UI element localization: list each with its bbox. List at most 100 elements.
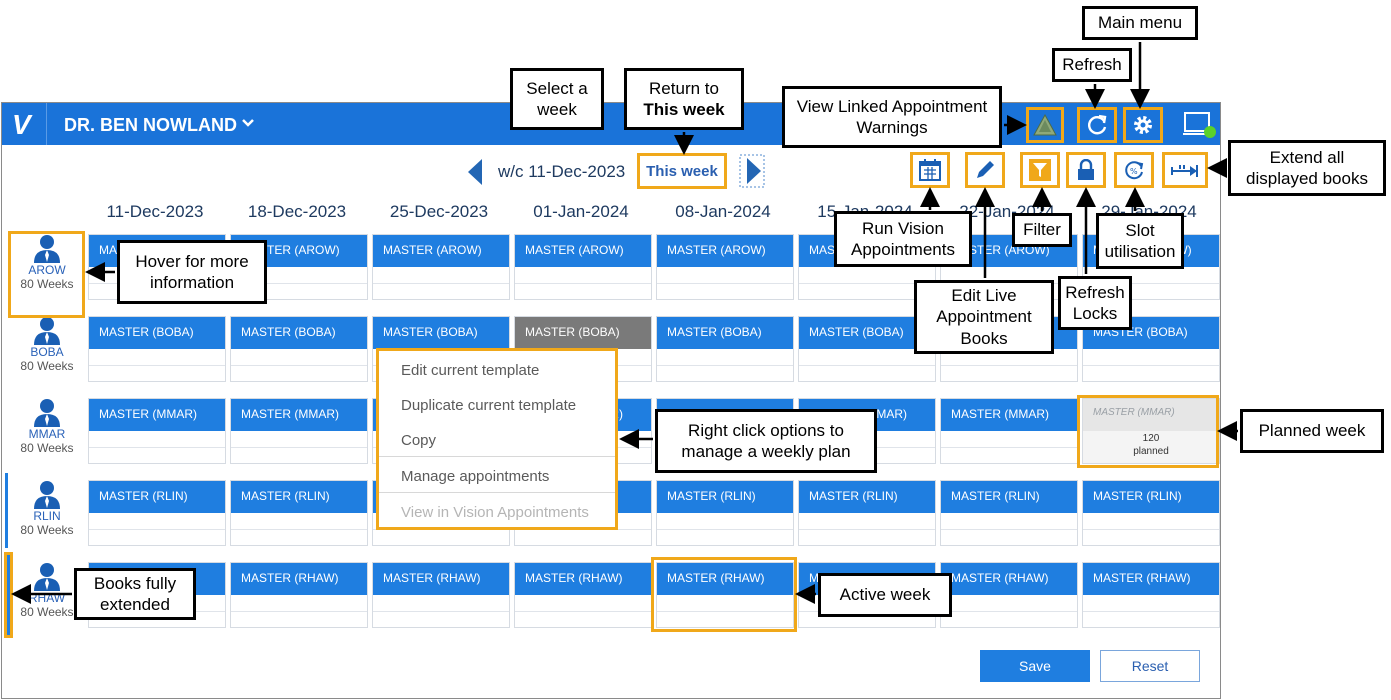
column-header: 08-Jan-2024: [675, 202, 771, 221]
slot-utilisation-button[interactable]: %: [1114, 152, 1154, 188]
week-cell[interactable]: MASTER (RHAW): [373, 563, 509, 627]
menu-separator: [379, 456, 615, 457]
row-code: RLIN: [33, 509, 61, 523]
row-weeks: 80 Weeks: [20, 277, 74, 291]
callout-select-week: Select a week: [510, 68, 604, 130]
linked-warnings-button[interactable]: [1026, 107, 1064, 143]
week-cell[interactable]: MASTER (RLIN): [941, 481, 1077, 545]
cell-divider: [231, 365, 367, 366]
column-header: 18-Dec-2023: [247, 202, 347, 221]
cell-divider: [799, 529, 935, 530]
cell-divider: [231, 529, 367, 530]
cell-title: MASTER (BOBA): [515, 317, 651, 349]
cell-divider: [657, 529, 793, 530]
week-cell[interactable]: MASTER (MMAR): [89, 399, 225, 463]
refresh-locks-button[interactable]: [1066, 152, 1106, 188]
vision-logo: V: [12, 109, 31, 140]
reset-button[interactable]: Reset: [1100, 650, 1200, 682]
cell-title: MASTER (RHAW): [373, 563, 509, 595]
row-weeks: 80 Weeks: [20, 441, 74, 455]
cell-title: MASTER (MMAR): [1083, 399, 1219, 431]
callout-books-extended: Books fully extended: [74, 568, 196, 620]
week-cell[interactable]: MASTER (RHAW): [657, 563, 793, 627]
week-cell[interactable]: MASTER (RHAW): [515, 563, 651, 627]
cell-title: MASTER (RLIN): [231, 481, 367, 513]
cell-title: MASTER (BOBA): [89, 317, 225, 349]
week-cell[interactable]: MASTER (RLIN): [89, 481, 225, 545]
user-icon: [34, 399, 60, 427]
menu-item-manage-appointments[interactable]: Manage appointments: [401, 468, 550, 485]
week-cell[interactable]: MASTER (BOBA): [89, 317, 225, 381]
menu-item-duplicate-template[interactable]: Duplicate current template: [401, 397, 577, 414]
cell-divider: [799, 283, 935, 284]
filter-button[interactable]: [1020, 152, 1060, 188]
cell-title: MASTER (RLIN): [941, 481, 1077, 513]
week-cell[interactable]: MASTER (RLIN): [1083, 481, 1219, 545]
run-vision-appointments-button[interactable]: [910, 152, 950, 188]
warning-triangle-icon: [1033, 114, 1057, 136]
cell-title: MASTER (RLIN): [89, 481, 225, 513]
week-cell[interactable]: MASTER (RHAW): [941, 563, 1077, 627]
extend-all-books-button[interactable]: [1162, 152, 1208, 188]
hover-highlight-arow: [8, 231, 85, 318]
cell-title: MASTER (BOBA): [231, 317, 367, 349]
session-button[interactable]: [1182, 111, 1216, 141]
cell-divider: [231, 283, 367, 284]
pencil-icon: [977, 161, 994, 178]
callout-refresh: Refresh: [1052, 48, 1132, 82]
previous-week-arrow-icon[interactable]: [466, 158, 484, 186]
cell-title: MASTER (RHAW): [231, 563, 367, 595]
planned-status: planned: [1133, 446, 1169, 457]
save-button[interactable]: Save: [980, 650, 1090, 682]
callout-return-to-text: Return to: [649, 78, 719, 98]
cell-title: MASTER (MMAR): [231, 399, 367, 431]
week-cell[interactable]: MASTER (AROW): [373, 235, 509, 299]
cell-title: MASTER (RLIN): [799, 481, 935, 513]
week-cell[interactable]: MASTER (BOBA): [657, 317, 793, 381]
week-cell[interactable]: MASTER (RLIN): [657, 481, 793, 545]
cell-title: MASTER (RHAW): [1083, 563, 1219, 595]
cell-title: MASTER (BOBA): [373, 317, 509, 349]
refresh-button[interactable]: [1077, 107, 1117, 143]
column-header: 11-Dec-2023: [106, 202, 204, 221]
cell-title: MASTER (AROW): [373, 235, 509, 267]
cell-divider: [1083, 283, 1219, 284]
cell-title: MASTER (MMAR): [89, 399, 225, 431]
week-cell[interactable]: MASTER (MMAR): [231, 399, 367, 463]
week-cell[interactable]: MASTER (BOBA): [799, 317, 935, 381]
callout-slot-utilisation: Slot utilisation: [1096, 213, 1184, 269]
row-code: MMAR: [28, 427, 66, 441]
chevron-down-icon[interactable]: [240, 115, 256, 131]
week-cell[interactable]: MASTER (MMAR): [941, 399, 1077, 463]
cell-divider: [657, 365, 793, 366]
next-week-arrow-icon[interactable]: [739, 154, 765, 188]
callout-planned-week: Planned week: [1240, 409, 1384, 453]
doctor-name[interactable]: DR. BEN NOWLAND: [64, 115, 237, 135]
cell-divider: [89, 365, 225, 366]
week-cell[interactable]: MASTER (RHAW): [231, 563, 367, 627]
week-cell[interactable]: MASTER (BOBA): [231, 317, 367, 381]
week-cell[interactable]: MASTER (AROW): [515, 235, 651, 299]
cell-divider: [231, 611, 367, 612]
week-cell[interactable]: MASTER (RLIN): [799, 481, 935, 545]
menu-item-copy[interactable]: Copy: [401, 432, 437, 449]
week-cell[interactable]: MASTER (AROW): [657, 235, 793, 299]
calendar-icon: [919, 159, 941, 181]
user-icon: [34, 563, 60, 591]
menu-item-view-in-vision: View in Vision Appointments: [401, 504, 589, 521]
menu-item-edit-template[interactable]: Edit current template: [401, 362, 540, 379]
row-code: BOBA: [30, 345, 64, 359]
edit-live-books-button[interactable]: [965, 152, 1005, 188]
week-cell[interactable]: MASTER (RLIN): [231, 481, 367, 545]
gear-icon: [1134, 116, 1152, 134]
cell-divider: [657, 611, 793, 612]
callout-hover-info: Hover for more information: [117, 240, 267, 304]
cell-divider: [941, 529, 1077, 530]
week-cell[interactable]: MASTER (RHAW): [1083, 563, 1219, 627]
